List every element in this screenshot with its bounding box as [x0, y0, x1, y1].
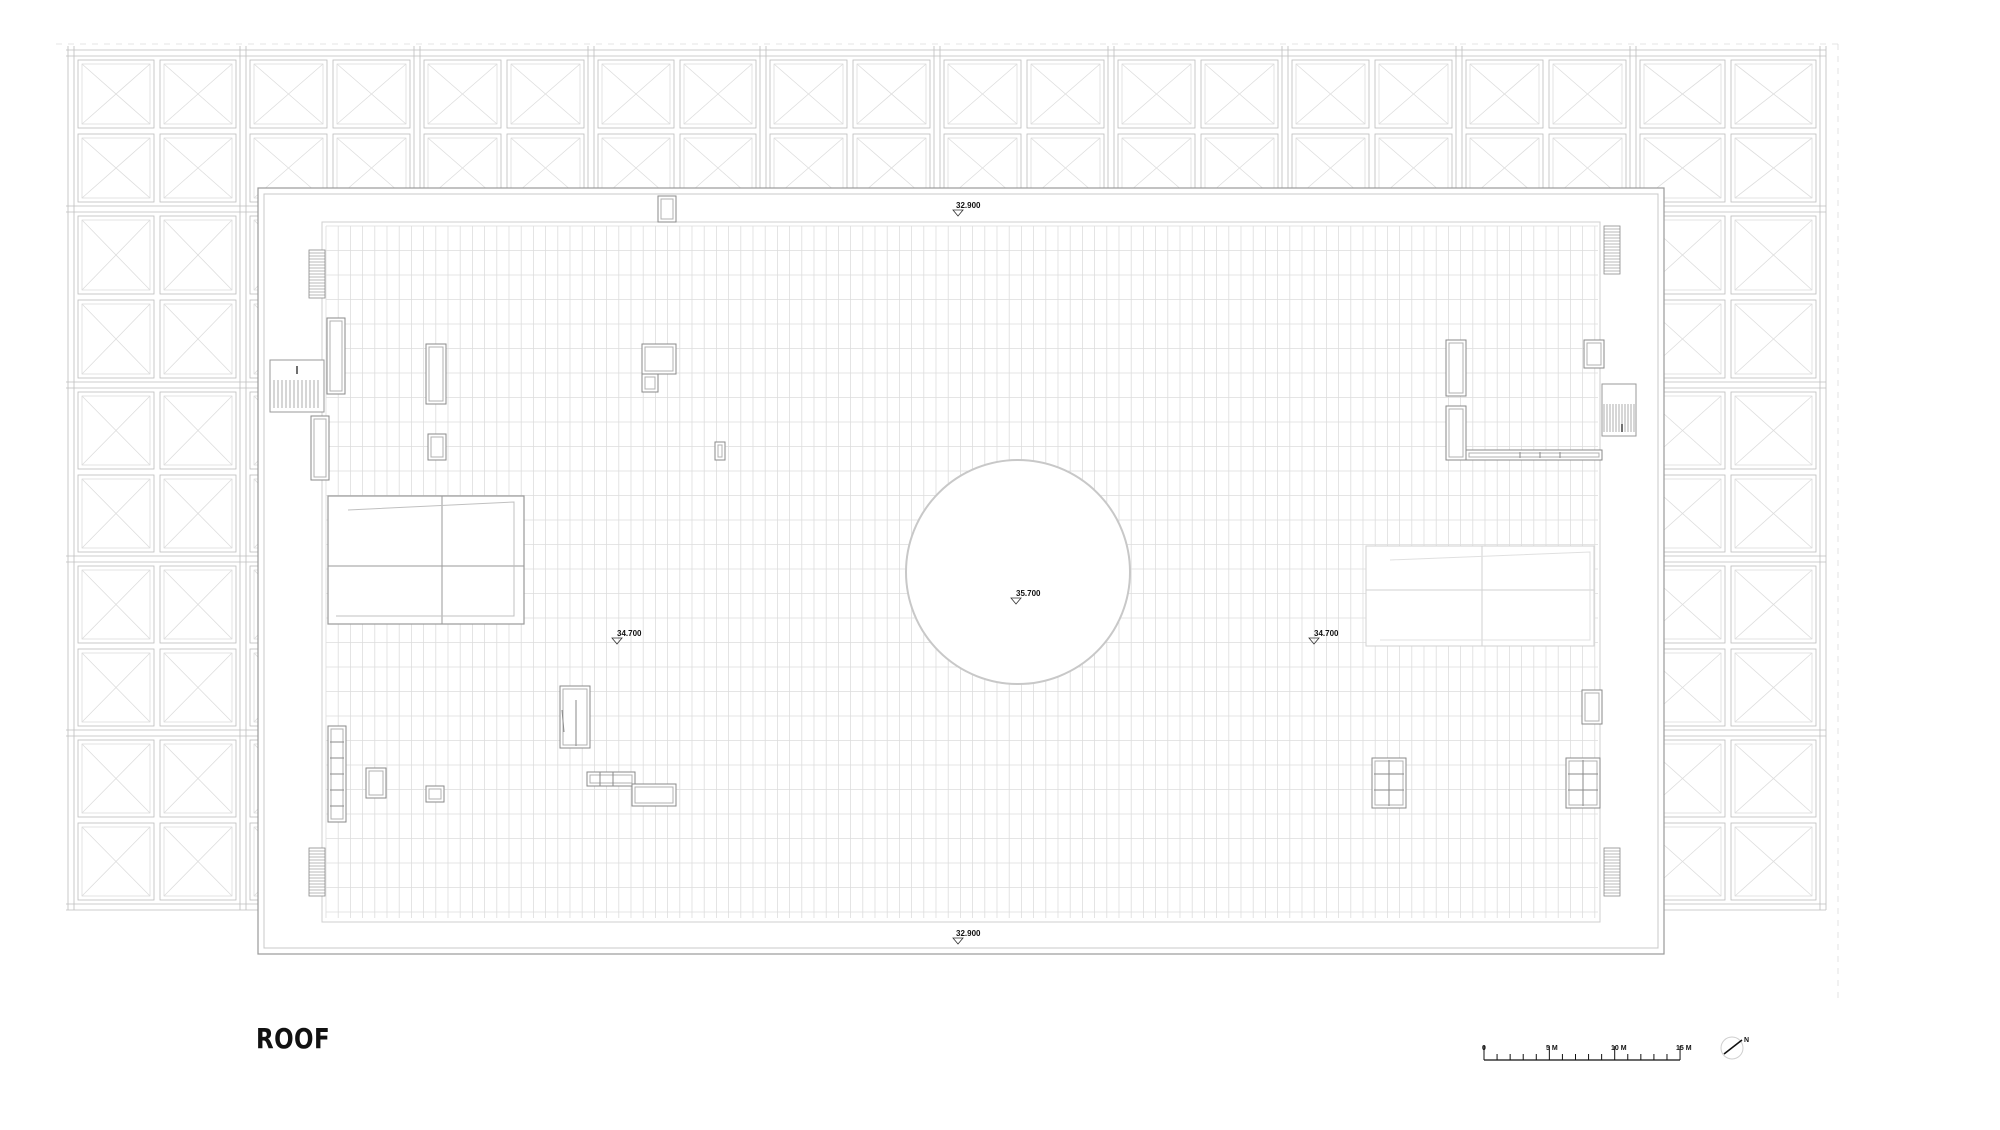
level-label-left: 34.700 — [617, 629, 642, 638]
central-dome — [905, 459, 1131, 685]
north-arrow-icon: N — [1720, 1036, 1749, 1060]
scale-bar: 0 5 M 10 M 15 M — [1482, 1045, 1692, 1061]
drawing-title: ROOF — [256, 1022, 331, 1055]
rooftop-equipment — [310, 195, 1605, 823]
level-label-center: 35.700 — [1016, 589, 1041, 598]
scale-label-0: 0 — [1482, 1045, 1486, 1052]
level-label-right: 34.700 — [1314, 629, 1339, 638]
scale-label-5m: 5 M — [1546, 1045, 1558, 1052]
scale-label-10m: 10 M — [1611, 1045, 1627, 1052]
skylight-left — [327, 495, 525, 625]
stair-right — [1601, 383, 1637, 437]
scale-label-15m: 15 M — [1676, 1045, 1692, 1052]
level-marker-top: 32.900 — [952, 201, 981, 217]
level-marker-bottom: 32.900 — [952, 929, 981, 945]
corner-vents — [308, 225, 1621, 897]
level-marker-center: 35.700 — [1010, 589, 1041, 605]
level-marker-left: 34.700 — [611, 629, 642, 645]
level-label-bottom: 32.900 — [956, 929, 981, 938]
level-marker-right: 34.700 — [1308, 629, 1339, 645]
stair-left — [269, 359, 325, 413]
level-label-top: 32.900 — [956, 201, 981, 210]
north-label: N — [1744, 1037, 1749, 1044]
skylight-right — [1365, 545, 1595, 647]
